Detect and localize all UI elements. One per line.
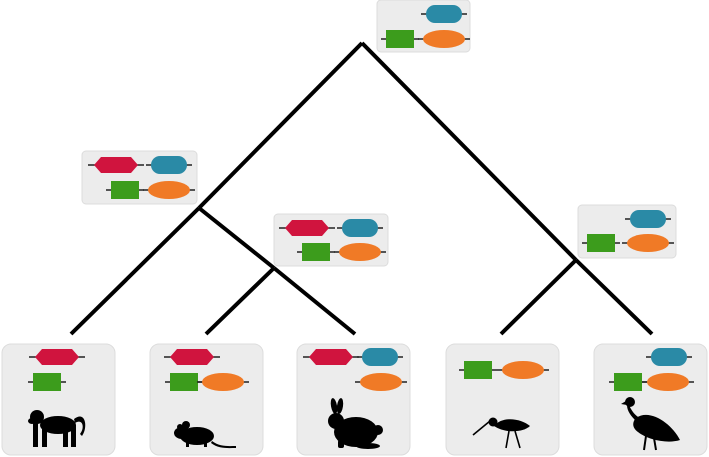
orange-ellipse-icon: [143, 181, 195, 199]
red-hexagon-icon: [29, 349, 85, 365]
blue-capsule-icon: [625, 210, 671, 228]
green-square-icon: [459, 361, 497, 379]
leaf-panel-sandpiper: [445, 343, 560, 456]
leaf-panel-monkey: [1, 343, 116, 456]
orange-ellipse-icon: [355, 373, 407, 391]
blue-capsule-icon: [337, 219, 383, 237]
red-hexagon-icon: [164, 349, 220, 365]
tree-branches: [69, 41, 654, 336]
blue-capsule-icon: [146, 156, 192, 174]
orange-ellipse-icon: [497, 361, 549, 379]
node-panel-birds: [577, 204, 677, 259]
leaf-panel-mouse: [149, 343, 264, 456]
green-square-icon: [106, 181, 144, 199]
red-hexagon-icon: [279, 220, 335, 236]
branch-root-left: [197, 41, 364, 210]
orange-ellipse-icon: [334, 243, 386, 261]
orange-ellipse-icon: [418, 30, 470, 48]
blue-capsule-icon: [357, 348, 403, 366]
branch-to-rabbit: [272, 266, 357, 336]
green-square-icon: [297, 243, 335, 261]
node-panel-primate-rodent-lagomorph: [81, 150, 198, 205]
red-hexagon-icon: [303, 349, 359, 365]
branch-root-right: [360, 41, 578, 262]
red-hexagon-icon: [88, 157, 144, 173]
blue-capsule-icon: [646, 348, 692, 366]
branch-to-mouse: [204, 266, 276, 336]
branch-to-sandpiper: [499, 258, 578, 336]
leaf-panel-turkey: [593, 343, 708, 456]
orange-ellipse-icon: [197, 373, 249, 391]
green-square-icon: [165, 373, 203, 391]
green-square-icon: [28, 373, 66, 391]
orange-ellipse-icon: [622, 234, 674, 252]
orange-ellipse-icon: [642, 373, 694, 391]
turkey-icon: [621, 397, 680, 451]
node-panel-root: [376, 0, 471, 53]
monkey-icon: [28, 410, 86, 447]
node-panel-rodent-lagomorph: [273, 213, 389, 267]
mouse-icon: [174, 421, 236, 449]
sandpiper-icon: [472, 417, 530, 449]
green-square-icon: [582, 234, 620, 252]
green-square-icon: [381, 30, 419, 48]
branch-to-monkey: [69, 206, 201, 336]
rabbit-icon: [328, 398, 383, 449]
branch-to-turkey: [574, 258, 654, 336]
branch-to-rodent-lagomorph: [197, 206, 276, 270]
green-square-icon: [609, 373, 647, 391]
leaf-panel-rabbit: [296, 343, 411, 456]
blue-capsule-icon: [421, 5, 467, 23]
